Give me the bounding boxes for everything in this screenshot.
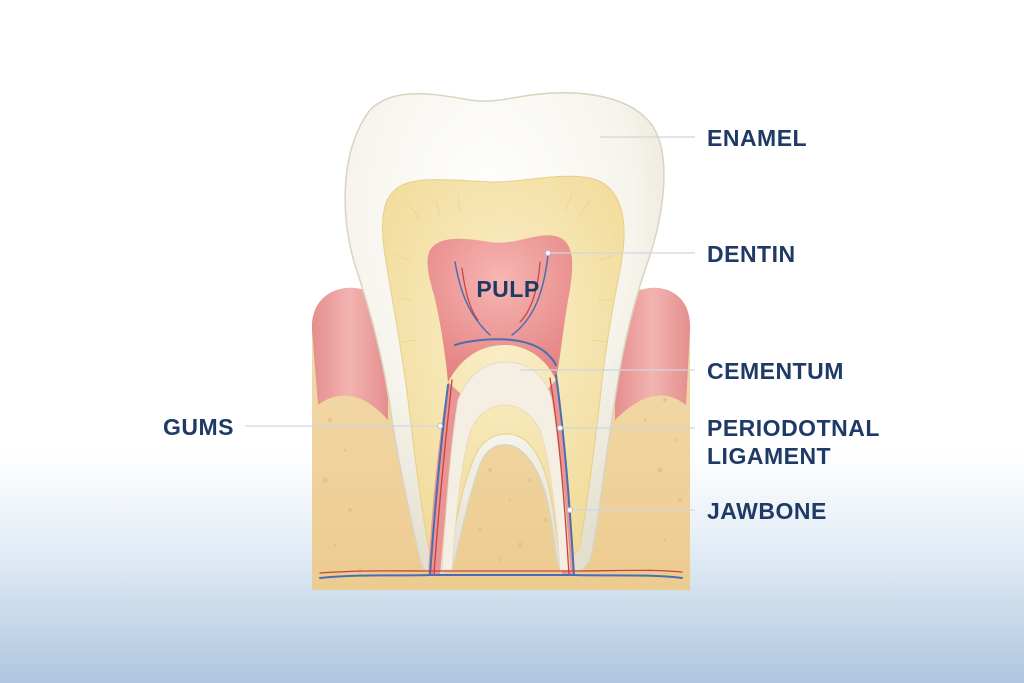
gums-label: GUMS [163, 414, 234, 440]
leader-lines [245, 136, 695, 511]
periodontal-ligament-label: PERIODOTNAL LIGAMENT [707, 414, 880, 470]
enamel-label: ENAMEL [707, 125, 808, 151]
blood-vessels [319, 254, 683, 579]
pulp-label: PULP [476, 276, 540, 302]
periodontal-label-line1: PERIODOTNAL [707, 415, 880, 441]
gums [311, 287, 691, 420]
cementum-label: CEMENTUM [707, 358, 844, 384]
cementum [441, 361, 571, 571]
leader-dots [437, 250, 573, 513]
jawbone-label: JAWBONE [707, 498, 827, 524]
dentin-label: DENTIN [707, 241, 796, 267]
periodontal-label-line2: LIGAMENT [707, 443, 832, 469]
